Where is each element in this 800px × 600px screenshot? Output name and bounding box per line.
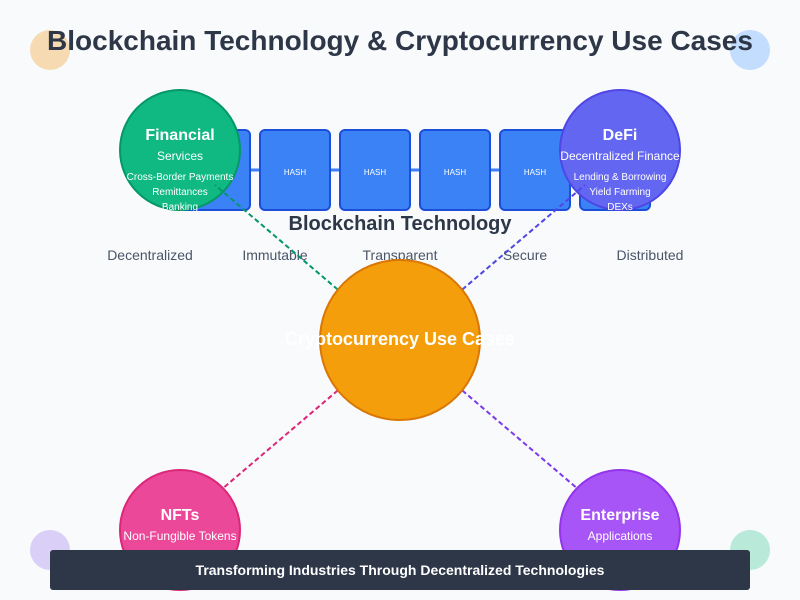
defi-item-2: Yield Farming bbox=[589, 187, 650, 198]
connector-enterprise bbox=[449, 379, 586, 496]
property-transparent: Transparent bbox=[363, 247, 438, 263]
block-rect bbox=[419, 129, 491, 211]
connector-nfts bbox=[214, 379, 351, 496]
property-distributed: Distributed bbox=[617, 247, 684, 263]
footer-text: Transforming Industries Through Decentra… bbox=[196, 562, 605, 578]
block-hash-label: HASH bbox=[524, 168, 546, 177]
decor-circle-top-left bbox=[30, 30, 70, 70]
defi-circle bbox=[559, 89, 681, 211]
block-rect bbox=[259, 129, 331, 211]
financial-item-3: Banking bbox=[162, 202, 198, 213]
connectors bbox=[214, 184, 586, 496]
nfts-subtitle: Non-Fungible Tokens bbox=[123, 529, 236, 543]
blockchain-properties: Decentralized Immutable Transparent Secu… bbox=[107, 247, 683, 263]
financial-subtitle: Services bbox=[157, 149, 203, 163]
use-case-financial: Financial Services Cross-Border Payments… bbox=[119, 89, 241, 213]
center-node: Cryptocurrency Use Cases bbox=[285, 259, 515, 421]
decor-circle-top-right bbox=[730, 30, 770, 70]
block-3: HASH bbox=[339, 129, 411, 211]
center-label: Cryptocurrency Use Cases bbox=[285, 329, 515, 349]
financial-item-1: Cross-Border Payments bbox=[127, 172, 234, 183]
block-4: HASH bbox=[419, 129, 491, 211]
defi-item-3: DEXs bbox=[607, 202, 633, 213]
block-rect bbox=[339, 129, 411, 211]
block-hash-label: HASH bbox=[284, 168, 306, 177]
connector-financial bbox=[214, 184, 351, 301]
block-2: HASH bbox=[259, 129, 331, 211]
footer-banner: Transforming Industries Through Decentra… bbox=[50, 550, 750, 590]
block-hash-label: HASH bbox=[444, 168, 466, 177]
use-case-defi: DeFi Decentralized Finance Lending & Bor… bbox=[559, 89, 681, 213]
blockchain-label: Blockchain Technology bbox=[289, 213, 513, 235]
financial-circle bbox=[119, 89, 241, 211]
defi-title: DeFi bbox=[603, 127, 638, 144]
block-5: HASH bbox=[499, 129, 571, 211]
enterprise-title: Enterprise bbox=[580, 507, 659, 524]
connector-defi bbox=[449, 184, 586, 301]
nfts-title: NFTs bbox=[161, 507, 200, 524]
financial-title: Financial bbox=[145, 127, 214, 144]
property-decentralized: Decentralized bbox=[107, 247, 193, 263]
page-title: Blockchain Technology & Cryptocurrency U… bbox=[47, 25, 753, 56]
enterprise-subtitle: Applications bbox=[588, 529, 653, 543]
block-hash-label: HASH bbox=[364, 168, 386, 177]
defi-item-1: Lending & Borrowing bbox=[574, 172, 667, 183]
footer-bg bbox=[50, 550, 750, 590]
property-secure: Secure bbox=[503, 247, 548, 263]
center-circle bbox=[319, 259, 481, 421]
financial-item-2: Remittances bbox=[152, 187, 208, 198]
defi-subtitle: Decentralized Finance bbox=[560, 149, 680, 163]
